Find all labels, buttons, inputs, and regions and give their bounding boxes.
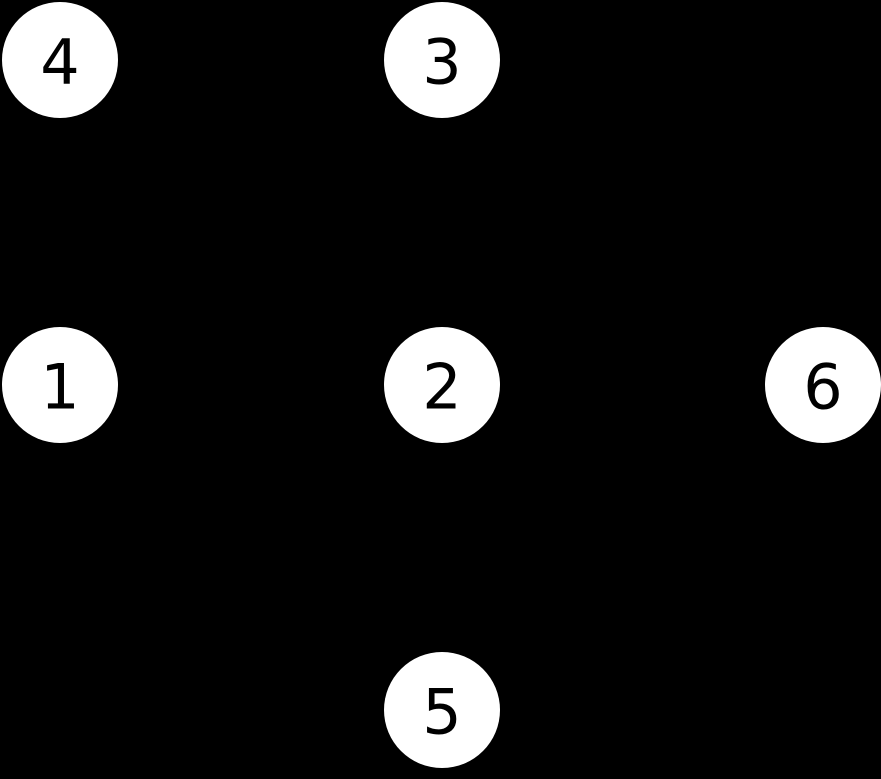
graph-node-6[interactable]: 6 bbox=[765, 327, 881, 443]
graph-node-circle-6[interactable] bbox=[765, 327, 881, 443]
graph-node-2[interactable]: 2 bbox=[384, 327, 500, 443]
graph-node-circle-5[interactable] bbox=[384, 652, 500, 768]
graph-node-3[interactable]: 3 bbox=[384, 2, 500, 118]
graph-node-4[interactable]: 4 bbox=[2, 2, 118, 118]
graph-node-label-2: 2 bbox=[422, 351, 461, 424]
graph-node-circle-4[interactable] bbox=[2, 2, 118, 118]
graph-node-label-6: 6 bbox=[803, 351, 842, 424]
graph-node-1[interactable]: 1 bbox=[2, 327, 118, 443]
graph-node-label-1: 1 bbox=[40, 351, 79, 424]
graph-node-label-5: 5 bbox=[422, 676, 461, 749]
graph-node-circle-3[interactable] bbox=[384, 2, 500, 118]
graph-node-5[interactable]: 5 bbox=[384, 652, 500, 768]
graph-node-label-3: 3 bbox=[422, 26, 461, 99]
graph-node-label-4: 4 bbox=[40, 26, 79, 99]
graph-node-circle-2[interactable] bbox=[384, 327, 500, 443]
graph-node-circle-1[interactable] bbox=[2, 327, 118, 443]
